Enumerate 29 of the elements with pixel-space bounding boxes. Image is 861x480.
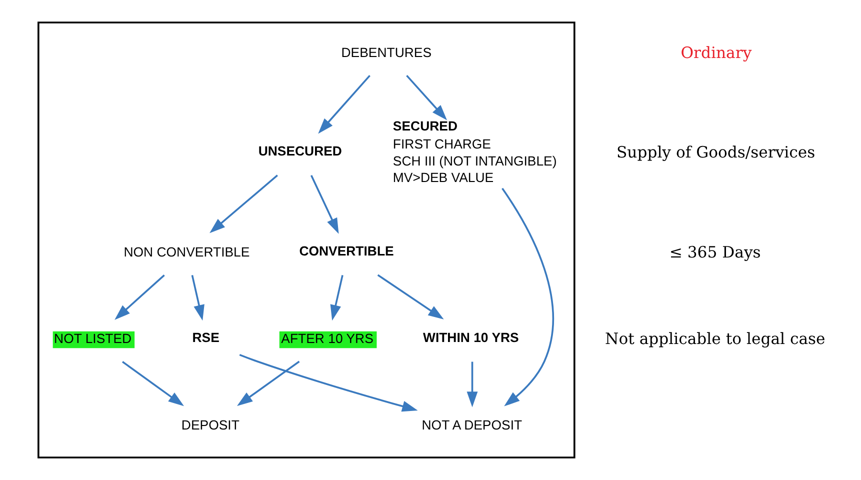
node-text: DEBENTURES: [341, 45, 432, 60]
label: ≤ 365 Days: [669, 243, 761, 262]
node-text: SECURED FIRST CHARGE SCH III (NOT INTANGIBLE) MV>DEB VALUE: [392, 118, 557, 186]
node-text: NOT A DEPOSIT: [422, 418, 522, 433]
node-text: DEPOSIT: [181, 418, 240, 433]
arrow: [377, 274, 444, 320]
node-text: UNSECURED: [258, 144, 342, 159]
label: Ordinary: [680, 44, 752, 62]
arrow: [406, 74, 448, 120]
label: Supply of Goods/services: [616, 144, 816, 162]
arrow: [310, 174, 339, 234]
arrow: [236, 360, 300, 406]
label: Not applicable to legal case: [605, 330, 826, 348]
arrow: [191, 275, 204, 321]
node-text: CONVERTIBLE: [299, 243, 394, 258]
node-box: NOT LISTED: [52, 331, 135, 348]
arrow: [502, 188, 554, 406]
node-box: AFTER 10 YRS: [279, 331, 377, 348]
arrow: [210, 174, 278, 234]
node-text: RSE: [192, 330, 220, 345]
arrow: [114, 274, 165, 320]
arrow: [466, 362, 478, 408]
arrow: [122, 361, 184, 406]
cluster: [38, 22, 576, 458]
arrow: [330, 275, 344, 321]
node-text: WITHIN 10 YRS: [422, 330, 519, 345]
arrow: [318, 74, 370, 134]
node-text: NON CONVERTIBLE: [124, 244, 250, 260]
arrow: [239, 354, 418, 412]
